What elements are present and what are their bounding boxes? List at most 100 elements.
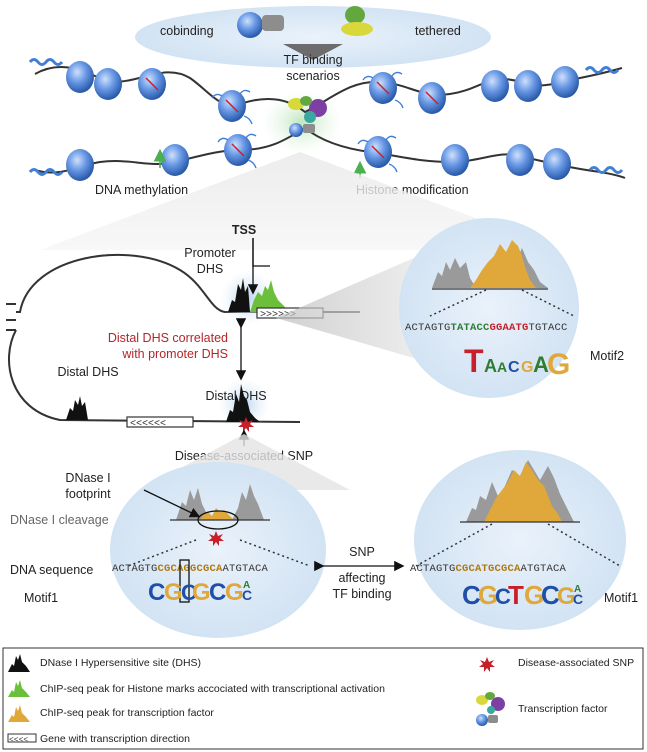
- motif2-halo: [399, 218, 579, 398]
- motif1-left-logo-letter: C: [242, 587, 252, 603]
- motif1-right-logo-letter: C: [495, 584, 511, 609]
- motif2-logo: T A A C G A G: [464, 343, 570, 381]
- tss-label: TSS: [232, 223, 256, 237]
- legend-gene-label: Gene with transcription direction: [40, 733, 190, 745]
- gene-reverse: <<<<<<: [126, 416, 194, 430]
- snp-effect-line3: TF binding: [332, 587, 391, 601]
- motif1-left-logo-letter: G: [192, 579, 211, 606]
- snp-effect-line1: SNP: [349, 545, 375, 559]
- footprint-tf-peak: [200, 508, 234, 520]
- motif1-right-logo-letter: T: [508, 580, 524, 610]
- distal-dhs-left-label: Distal DHS: [57, 365, 118, 379]
- nucleosome: [481, 70, 509, 102]
- legend-snp-icon: [479, 657, 495, 672]
- dna-methylation-label: DNA methylation: [95, 183, 188, 197]
- nucleosome: [66, 61, 94, 93]
- legend-tf-label: Transcription factor: [518, 703, 608, 715]
- tss-bend: [252, 238, 270, 267]
- distal-dhs-center-peak: [226, 384, 260, 422]
- nucleosome: [66, 149, 94, 181]
- snp-star-footprint: [208, 531, 224, 546]
- scenarios-title-line1: TF binding: [283, 53, 342, 67]
- cobinding-label: cobinding: [160, 24, 214, 38]
- motif1-right-seq-post: ATGTACA: [521, 563, 567, 575]
- motif1-left-label: Motif1: [24, 591, 58, 605]
- motif1-right-logo-letter: C: [462, 580, 481, 610]
- correlated-line1: Distal DHS correlated: [108, 331, 228, 345]
- motif2-seq-mid2: GGAATG: [490, 322, 529, 334]
- correlated-line2: with promoter DHS: [121, 347, 228, 361]
- motif1-right-sequence: ACTAGTGCGCATGCGCAATGTACA: [410, 563, 567, 575]
- nucleosome-wraps: [145, 77, 439, 159]
- dnase-cleavage-label: DNase I cleavage: [10, 513, 109, 527]
- svg-text:<<<<: <<<<: [9, 736, 28, 745]
- nucleosome: [543, 148, 571, 180]
- motif1-right-logo-letter: C: [573, 591, 583, 607]
- motif1-right-logo-letter: C: [541, 580, 560, 610]
- motif1-left-logo-letter: C: [181, 580, 197, 605]
- motif2-logo-letter: C: [508, 359, 520, 376]
- motif2-tf-peak: [470, 240, 536, 288]
- motif1-right-logo-letter: G: [557, 583, 576, 610]
- tf-gray-icon: [303, 124, 315, 133]
- tethered-label: tethered: [415, 24, 461, 38]
- motif2-logo-letter: A: [484, 356, 497, 376]
- scenario-funnel-icon: [283, 44, 343, 60]
- promoter-label-line2: DHS: [197, 262, 223, 276]
- histone-tails: [211, 71, 404, 173]
- legend-tf-peak-swatch: [8, 705, 30, 722]
- motif1-right-panel: ACTAGTGCGCATGCGCAATGTACA C G C T G C G C…: [410, 450, 638, 630]
- motif1-left-seq-mid: CGCAGGCGCA: [158, 563, 224, 575]
- footprint-panel: DNase I footprint DNase I cleavage DNA s…: [10, 462, 326, 638]
- motif1-right-label: Motif1: [604, 591, 638, 605]
- footprint-label-line2: footprint: [65, 487, 111, 501]
- footprint-circle: [197, 510, 239, 530]
- locus-section: TSS Promoter DHS >>>>>> Distal DHS corre…: [6, 223, 360, 463]
- snp-effect: SNP affecting TF binding: [314, 545, 405, 601]
- chromatin-loop-top: [16, 253, 360, 313]
- motif1-right-logo-letter: A: [574, 584, 581, 595]
- legend-histone-swatch: [8, 680, 30, 697]
- motif1-left-sequence: ACTAGTGCGCAGGCGCAATGTACA: [112, 563, 269, 575]
- scenarios-title-line2: scenarios: [286, 69, 340, 83]
- motif1-left-logo-letter: A: [243, 580, 250, 591]
- motif1-left-logo-letter: C: [148, 579, 165, 606]
- nucleosome: [551, 66, 579, 98]
- motif2-logo-letter: T: [464, 343, 484, 379]
- scenarios-halo: [135, 6, 491, 68]
- snp-position-box: [179, 559, 190, 603]
- central-tf-complex: [288, 96, 327, 137]
- motif1-right-logo-letter: G: [524, 580, 544, 610]
- nucleosome: [161, 144, 189, 176]
- dna-tail-bottom-right: [588, 166, 624, 174]
- tf-green-icon: [300, 96, 312, 106]
- motif2-sequence: ACTAGTGTATACCGGAATGTGTACC: [405, 322, 568, 334]
- motif1-right-halo: [414, 450, 626, 630]
- nucleosome: [514, 70, 542, 102]
- motif1-left-logo-letter: G: [225, 579, 244, 606]
- tf-binding-scenarios: cobinding tethered TF binding scenarios: [135, 6, 491, 83]
- motif1-left-logo-letter: C: [209, 579, 226, 606]
- legend-box: [2, 647, 644, 750]
- legend-dhs-label: DNase I Hypersensitive site (DHS): [40, 657, 201, 669]
- nucleosome: [441, 144, 469, 176]
- motif2-logo-letter: A: [533, 352, 549, 377]
- motif2-panel: ACTAGTGTATACCGGAATGTGTACC T A A C G A G …: [399, 218, 624, 398]
- legend-histone-label: ChIP-seq peak for Histone marks accociat…: [40, 683, 385, 695]
- dna-tail-bottom-left: [28, 168, 64, 176]
- motif1-left-seq-pre: ACTAGTG: [112, 563, 158, 575]
- motif2-logo-letter: A: [497, 359, 507, 375]
- legend: DNase I Hypersensitive site (DHS) ChIP-s…: [2, 647, 644, 750]
- tf-gray-block-icon: [262, 15, 284, 31]
- chromatin-section: DNA methylation Histone modification: [28, 58, 626, 197]
- dna-sequence-label: DNA sequence: [10, 563, 93, 577]
- motif1-right-tf-peak: [484, 462, 562, 522]
- legend-snp-label: Disease-associated SNP: [518, 657, 634, 669]
- motif1-left-seq-post: ATGTACA: [223, 563, 269, 575]
- motif2-label: Motif2: [590, 349, 624, 363]
- svg-text:<<<<<<: <<<<<<: [130, 419, 166, 430]
- motif2-logo-letter: G: [547, 348, 570, 381]
- tf-blue-sphere-icon: [237, 12, 263, 38]
- footprint-label-line1: DNase I: [65, 471, 110, 485]
